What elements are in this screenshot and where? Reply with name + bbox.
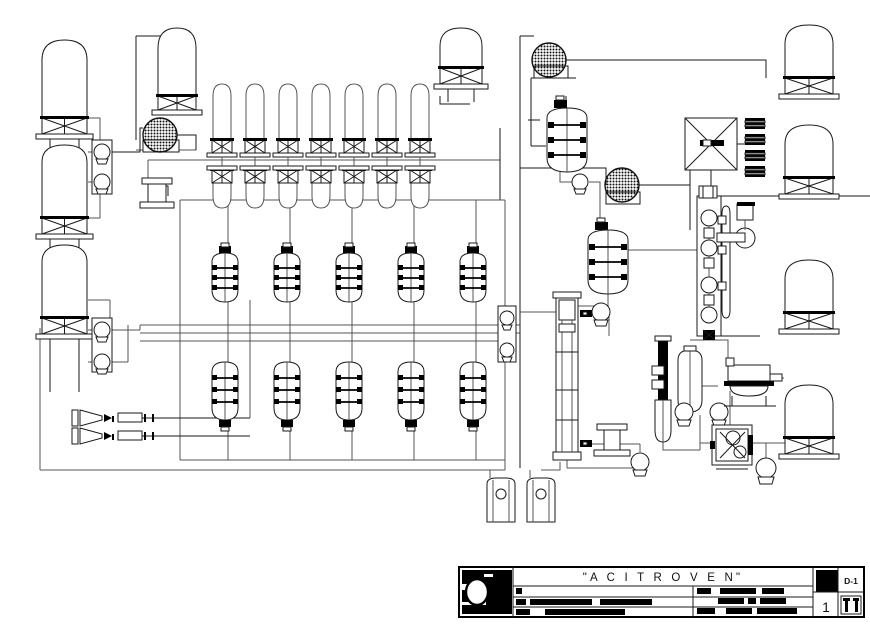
title-block-logo xyxy=(462,570,512,614)
distillation-column[interactable] xyxy=(552,291,592,461)
pump-12[interactable] xyxy=(755,457,777,485)
filter-plate xyxy=(744,118,766,129)
pump-10[interactable] xyxy=(674,402,694,427)
surge-vessel[interactable] xyxy=(677,345,703,413)
tank-top-center[interactable] xyxy=(433,27,489,102)
pump-6 xyxy=(499,310,515,331)
tank-left-3 xyxy=(35,244,94,392)
stirred-reactor-grid[interactable] xyxy=(211,242,487,432)
heat-exchanger-2[interactable] xyxy=(531,42,569,79)
pump-group-left[interactable] xyxy=(91,139,113,375)
project-title: "A C I T R O V E N" xyxy=(583,572,744,584)
flow-meter-1 xyxy=(71,409,154,427)
tank-left-1 xyxy=(35,39,94,150)
small-tanks-bottom[interactable] xyxy=(486,477,556,523)
cooling-tower-frame[interactable] xyxy=(684,117,738,171)
small-tank-1 xyxy=(486,477,516,523)
pump-9[interactable] xyxy=(630,452,650,477)
storage-tanks-right[interactable] xyxy=(778,24,840,460)
reactor-vessel xyxy=(459,242,487,303)
filter-plate xyxy=(744,150,766,161)
small-tank-2 xyxy=(526,477,556,523)
reactor-vessel xyxy=(397,242,425,303)
storage-tanks-left[interactable] xyxy=(35,39,94,392)
reactor-vessel xyxy=(211,361,239,432)
column-unit xyxy=(338,83,370,209)
pump-7 xyxy=(499,342,515,363)
tank-right-2 xyxy=(778,124,840,200)
column-unit xyxy=(239,83,271,209)
column-unit xyxy=(305,83,337,209)
projection-symbol-icon xyxy=(840,595,862,615)
filter-plate xyxy=(744,166,766,177)
flow-meter-2 xyxy=(71,427,154,445)
packaging-machine[interactable] xyxy=(724,357,783,407)
column-unit xyxy=(272,83,304,209)
reactor-right-lower[interactable] xyxy=(587,217,629,295)
drawing-code: D-1 xyxy=(844,576,858,586)
reactor-right-upper[interactable] xyxy=(546,95,588,173)
column-unit xyxy=(404,83,436,209)
sheet-number: 1 xyxy=(822,599,830,615)
reactor-vessel xyxy=(273,361,301,432)
packed-black-column[interactable] xyxy=(651,335,672,443)
title-block[interactable]: "A C I T R O V E N" xyxy=(458,566,865,618)
reactor-vessel xyxy=(335,242,363,303)
vertical-column-bank[interactable] xyxy=(206,83,436,209)
pump-5[interactable] xyxy=(571,173,589,195)
pump-group-mid[interactable] xyxy=(497,305,517,363)
filter-plate-stack[interactable] xyxy=(744,118,766,177)
pump-4 xyxy=(93,353,111,375)
column-unit xyxy=(206,83,238,209)
pump-3 xyxy=(93,321,111,343)
reactor-vessel xyxy=(273,242,301,303)
tank-right-1 xyxy=(778,24,840,100)
pump-2 xyxy=(93,173,111,195)
reactor-vessel xyxy=(459,361,487,432)
filter-plate xyxy=(744,134,766,145)
reactor-vessel xyxy=(397,361,425,432)
tank-right-4 xyxy=(778,384,840,460)
flow-meter-assembly[interactable] xyxy=(71,409,154,445)
valve-manifold-rack[interactable] xyxy=(696,185,756,341)
tank-right-3 xyxy=(778,259,840,335)
reactor-vessel xyxy=(335,361,363,432)
heat-exchanger-1[interactable] xyxy=(142,117,180,153)
pump-8[interactable] xyxy=(591,302,611,327)
pump-1 xyxy=(93,143,111,165)
column-unit xyxy=(371,83,403,209)
tank-top-left[interactable] xyxy=(151,27,203,116)
tank-left-2 xyxy=(35,144,94,250)
reactor-vessel xyxy=(211,242,239,303)
centrifuge-unit[interactable] xyxy=(710,424,753,470)
title-block-redacted-rows xyxy=(513,586,813,617)
pipe-spool-stand xyxy=(139,177,175,209)
pipe-spool-lower xyxy=(593,423,631,457)
heat-exchanger-3[interactable] xyxy=(604,167,641,205)
title-block-sheet-cell[interactable]: D-1 1 xyxy=(812,567,864,617)
